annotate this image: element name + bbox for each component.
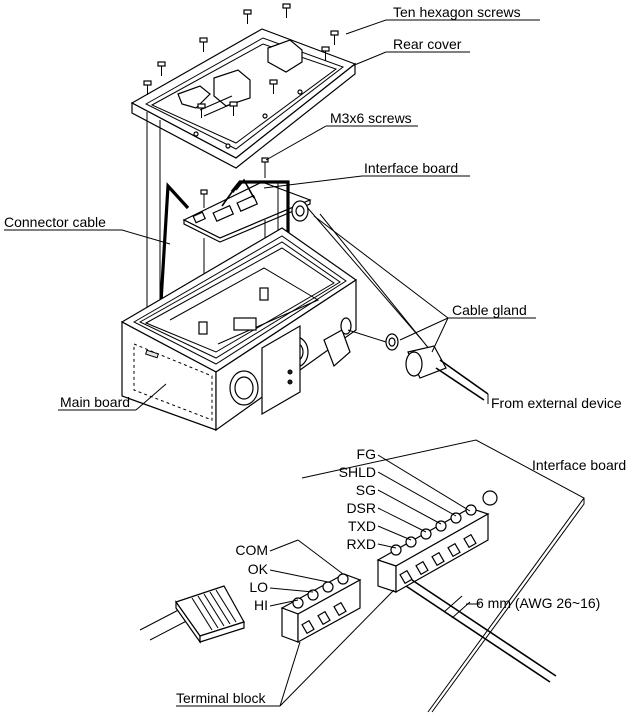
terminal-label-shld: SHLD	[339, 464, 376, 480]
terminal-label-rxd: RXD	[346, 536, 376, 552]
label-strip-length: 6 mm (AWG 26~16)	[476, 595, 600, 611]
terminal-label-ok: OK	[248, 561, 269, 577]
ribbon-connector	[175, 585, 245, 644]
label-from-external-device: From external device	[491, 395, 622, 411]
label-interface-board-bottom: Interface board	[532, 457, 626, 473]
external-gland	[291, 200, 489, 401]
label-interface-board-top: Interface board	[364, 160, 458, 176]
label-cable-gland: Cable gland	[452, 302, 527, 318]
hexagon-screws	[143, 3, 339, 118]
label-connector-cable: Connector cable	[4, 214, 106, 230]
terminal-label-fg: FG	[357, 446, 376, 462]
label-main-board: Main board	[60, 394, 130, 410]
terminal-block-left	[280, 573, 362, 644]
wire-strip	[405, 579, 557, 683]
m3x6-screws	[200, 157, 269, 208]
terminal-label-com: COM	[235, 542, 268, 558]
box-glands	[229, 317, 352, 416]
rear-cover	[130, 28, 357, 169]
terminal-label-dsr: DSR	[346, 500, 376, 516]
label-rear-cover: Rear cover	[393, 36, 462, 52]
lower-leaders	[176, 454, 471, 707]
terminal-block-right	[376, 504, 490, 594]
terminal-label-sg: SG	[356, 482, 376, 498]
terminal-labels-right: FG SHLD SG DSR TXD RXD	[339, 446, 376, 552]
label-m3x6-screws: M3x6 screws	[330, 110, 412, 126]
terminal-label-txd: TXD	[348, 518, 376, 534]
label-ten-hexagon-screws: Ten hexagon screws	[393, 4, 521, 20]
terminal-label-lo: LO	[249, 579, 268, 595]
label-terminal-block: Terminal block	[176, 690, 266, 706]
upper-leaders	[4, 19, 540, 411]
main-enclosure	[120, 227, 358, 432]
interface-board-panel	[139, 439, 585, 713]
terminal-labels-left: COM OK LO HI	[235, 542, 268, 613]
terminal-label-hi: HI	[254, 597, 268, 613]
